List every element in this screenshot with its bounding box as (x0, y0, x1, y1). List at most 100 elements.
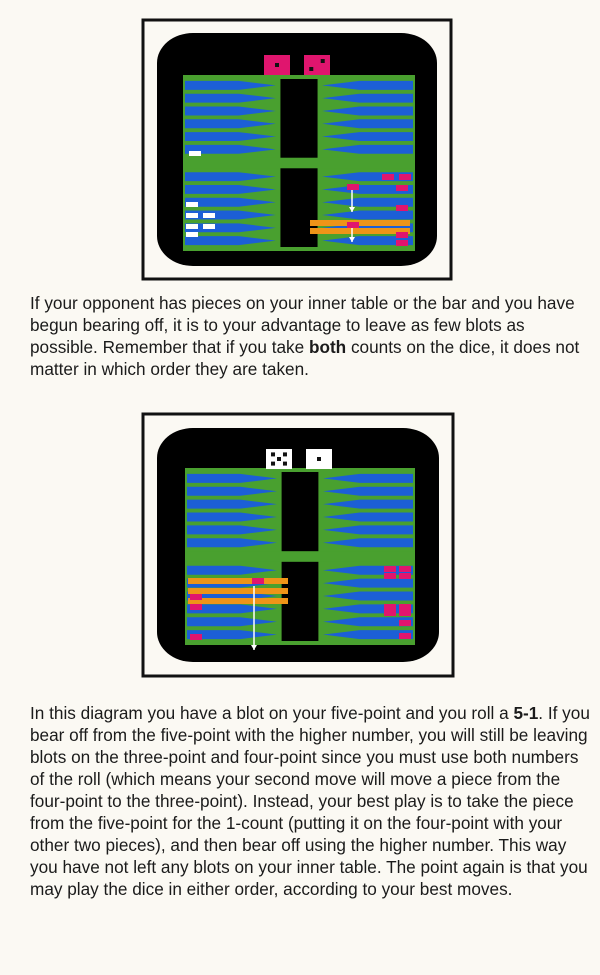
die-pip (271, 452, 276, 457)
opponent-piece (347, 184, 359, 190)
point-right (322, 172, 413, 182)
opponent-piece (384, 604, 396, 610)
die-face (264, 55, 290, 75)
middle-band (185, 551, 415, 562)
point-right (323, 512, 413, 522)
die-face (266, 449, 292, 469)
die-pip (282, 452, 287, 457)
player-piece (189, 151, 201, 156)
orange-highlight (310, 228, 410, 234)
point-left (187, 591, 277, 601)
opponent-piece (399, 604, 411, 610)
opponent-piece (252, 578, 264, 584)
point-right (322, 144, 413, 154)
point-left (185, 119, 276, 129)
point-right (322, 119, 413, 129)
diagram-frame (141, 18, 453, 281)
point-left (187, 604, 277, 614)
point-left (185, 106, 276, 116)
opponent-piece (384, 566, 396, 572)
opponent-piece (399, 174, 411, 180)
point-right (322, 223, 413, 233)
opponent-piece (384, 610, 396, 616)
die-pip (320, 59, 325, 63)
point-left (187, 538, 277, 548)
point-right (322, 106, 413, 116)
point-right (323, 565, 413, 575)
point-left (187, 565, 277, 575)
opponent-piece (399, 573, 411, 579)
die-face (304, 55, 330, 75)
opponent-piece (399, 566, 411, 572)
middle-band (183, 157, 415, 169)
opponent-piece (190, 594, 202, 600)
orange-highlight (188, 578, 288, 584)
point-left (185, 236, 276, 246)
opponent-piece (399, 610, 411, 616)
opponent-piece (396, 240, 408, 246)
point-right (322, 184, 413, 194)
point-left (185, 197, 276, 207)
point-right (323, 617, 413, 627)
die-pip (282, 461, 287, 466)
opponent-piece (347, 222, 359, 228)
point-left (187, 473, 277, 483)
opponent-piece (399, 620, 411, 626)
die-1 (264, 55, 290, 75)
point-right (322, 197, 413, 207)
point-right (322, 132, 413, 142)
point-left (185, 144, 276, 154)
opponent-piece (190, 634, 202, 640)
point-right (323, 525, 413, 535)
point-left (187, 512, 277, 522)
board-surface (183, 75, 415, 251)
arrow-head (251, 645, 257, 650)
point-left (187, 630, 277, 640)
para1-text-a: If your opponent has pieces on your inne… (30, 293, 575, 357)
point-right (322, 210, 413, 220)
point-left (185, 132, 276, 142)
die-pip (277, 457, 281, 461)
player-piece (203, 224, 215, 229)
point-left (185, 93, 276, 103)
player-piece (186, 224, 198, 229)
orange-highlight (188, 588, 288, 594)
tv-screen (157, 33, 437, 266)
paragraph-five-one-roll: In this diagram you have a blot on your … (30, 702, 590, 900)
point-left (187, 486, 277, 496)
point-left (187, 525, 277, 535)
para2-text-b: . If you bear off from the five-point wi… (30, 703, 590, 899)
point-right (323, 499, 413, 509)
paragraph-bearing-off-blots: If your opponent has pieces on your inne… (30, 292, 590, 380)
opponent-piece (399, 633, 411, 639)
player-piece (186, 202, 198, 207)
die-2 (304, 55, 330, 75)
die-2 (306, 449, 332, 469)
die-pip (271, 461, 276, 466)
player-piece (186, 232, 198, 237)
tv-screen (157, 428, 439, 662)
point-left (187, 578, 277, 588)
board-surface (185, 468, 415, 645)
opponent-piece (190, 604, 202, 610)
point-left (185, 172, 276, 182)
para2-text-a: In this diagram you have a blot on your … (30, 703, 514, 723)
player-piece (186, 213, 198, 218)
point-right (323, 486, 413, 496)
point-left (185, 223, 276, 233)
board-diagram-2 (141, 412, 455, 678)
opponent-piece (396, 205, 408, 211)
orange-highlight (310, 220, 410, 226)
orange-highlight (188, 598, 288, 604)
opponent-piece (382, 174, 394, 180)
point-left (187, 499, 277, 509)
point-right (323, 538, 413, 548)
player-piece (203, 213, 215, 218)
board-diagram-1 (141, 18, 453, 281)
point-left (185, 80, 276, 90)
center-bar (281, 472, 319, 641)
point-right (323, 604, 413, 614)
die-pip (317, 457, 321, 461)
die-pip (309, 67, 314, 71)
para1-text-b: counts on the dice, it does not matter i… (30, 337, 580, 379)
